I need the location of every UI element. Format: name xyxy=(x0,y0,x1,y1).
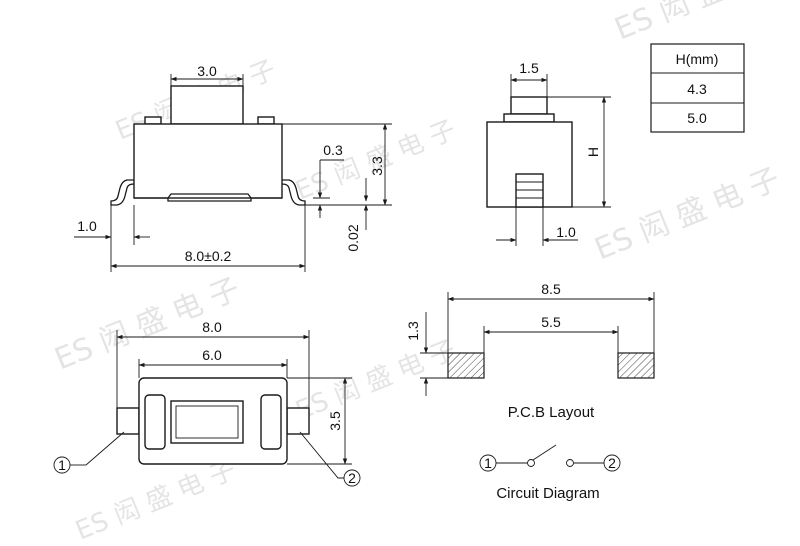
dim-pcb-pad-height: 1.3 xyxy=(405,321,421,341)
top-lead-left xyxy=(116,407,140,435)
pcb-layout-caption: P.C.B Layout xyxy=(508,404,595,421)
pin2-label: 2 xyxy=(348,470,356,486)
front-view: 3.0 3.3 0.3 0.02 1.0 8.0±0.2 xyxy=(74,63,392,272)
top-button xyxy=(170,400,244,444)
dim-top-inner-width: 6.0 xyxy=(202,347,222,363)
side-collar xyxy=(503,113,555,123)
dim-top-height: 3.5 xyxy=(327,411,343,431)
pin1-marker xyxy=(53,456,71,474)
top-slot-left xyxy=(144,394,166,450)
height-table-row: 5.0 xyxy=(687,110,707,126)
side-view: 1.5 H 1.0 xyxy=(486,60,611,246)
circuit-switch-lever xyxy=(532,444,557,461)
circuit-pin2-label: 2 xyxy=(608,455,616,471)
watermark-text: ES 闳 盛 电 子 xyxy=(610,0,800,47)
dim-side-height: H xyxy=(585,147,601,157)
circuit-pin2-marker xyxy=(603,454,621,472)
pin1-label: 1 xyxy=(58,457,66,473)
height-table-header: H(mm) xyxy=(676,51,719,67)
top-slot-right xyxy=(260,394,282,450)
dim-front-offset: 0.02 xyxy=(345,224,361,251)
circuit-contact-right xyxy=(566,459,574,467)
dim-pcb-inner-width: 5.5 xyxy=(541,314,561,330)
front-base xyxy=(134,193,282,199)
front-boss-right xyxy=(257,116,275,125)
height-table: H(mm) 4.3 5.0 xyxy=(650,43,745,133)
pcb-pad-right xyxy=(617,352,655,379)
dim-front-height: 3.3 xyxy=(369,156,385,176)
circuit-contact-left xyxy=(527,459,535,467)
side-plunger xyxy=(510,96,548,115)
watermark-text: ES 闳 盛 电 子 xyxy=(71,455,240,546)
circuit-diagram: 1 2 Circuit Diagram xyxy=(479,444,621,502)
dim-front-total-width: 8.0±0.2 xyxy=(185,248,232,264)
dim-top-total-width: 8.0 xyxy=(202,319,222,335)
front-boss-left xyxy=(144,116,162,125)
height-table-row: 4.3 xyxy=(687,81,707,97)
front-lead-right xyxy=(281,179,306,206)
dim-side-lead: 1.0 xyxy=(556,224,576,240)
dim-front-lead: 1.0 xyxy=(77,218,97,234)
front-body xyxy=(133,123,283,199)
side-lead xyxy=(515,173,544,208)
circuit-pin1-label: 1 xyxy=(484,455,492,471)
circuit-diagram-caption: Circuit Diagram xyxy=(496,485,599,502)
watermark-text: ES 闳 盛 电 子 xyxy=(291,335,460,426)
front-lead-left xyxy=(110,179,135,206)
pcb-layout: 8.5 5.5 1.3 P.C.B Layout xyxy=(405,281,655,421)
pin2-marker xyxy=(343,469,361,487)
dim-side-plunger-width: 1.5 xyxy=(519,60,539,76)
top-view: 8.0 6.0 3.5 1 2 xyxy=(53,319,361,487)
dim-pcb-total-width: 8.5 xyxy=(541,281,561,297)
dim-front-plunger-height: 0.3 xyxy=(323,142,343,158)
dim-front-plunger-width: 3.0 xyxy=(197,63,217,79)
watermark-text: ES 闳 盛 电 子 xyxy=(590,161,785,267)
front-plunger xyxy=(170,85,244,125)
top-lead-right xyxy=(286,407,310,435)
pcb-pad-left xyxy=(447,352,485,379)
